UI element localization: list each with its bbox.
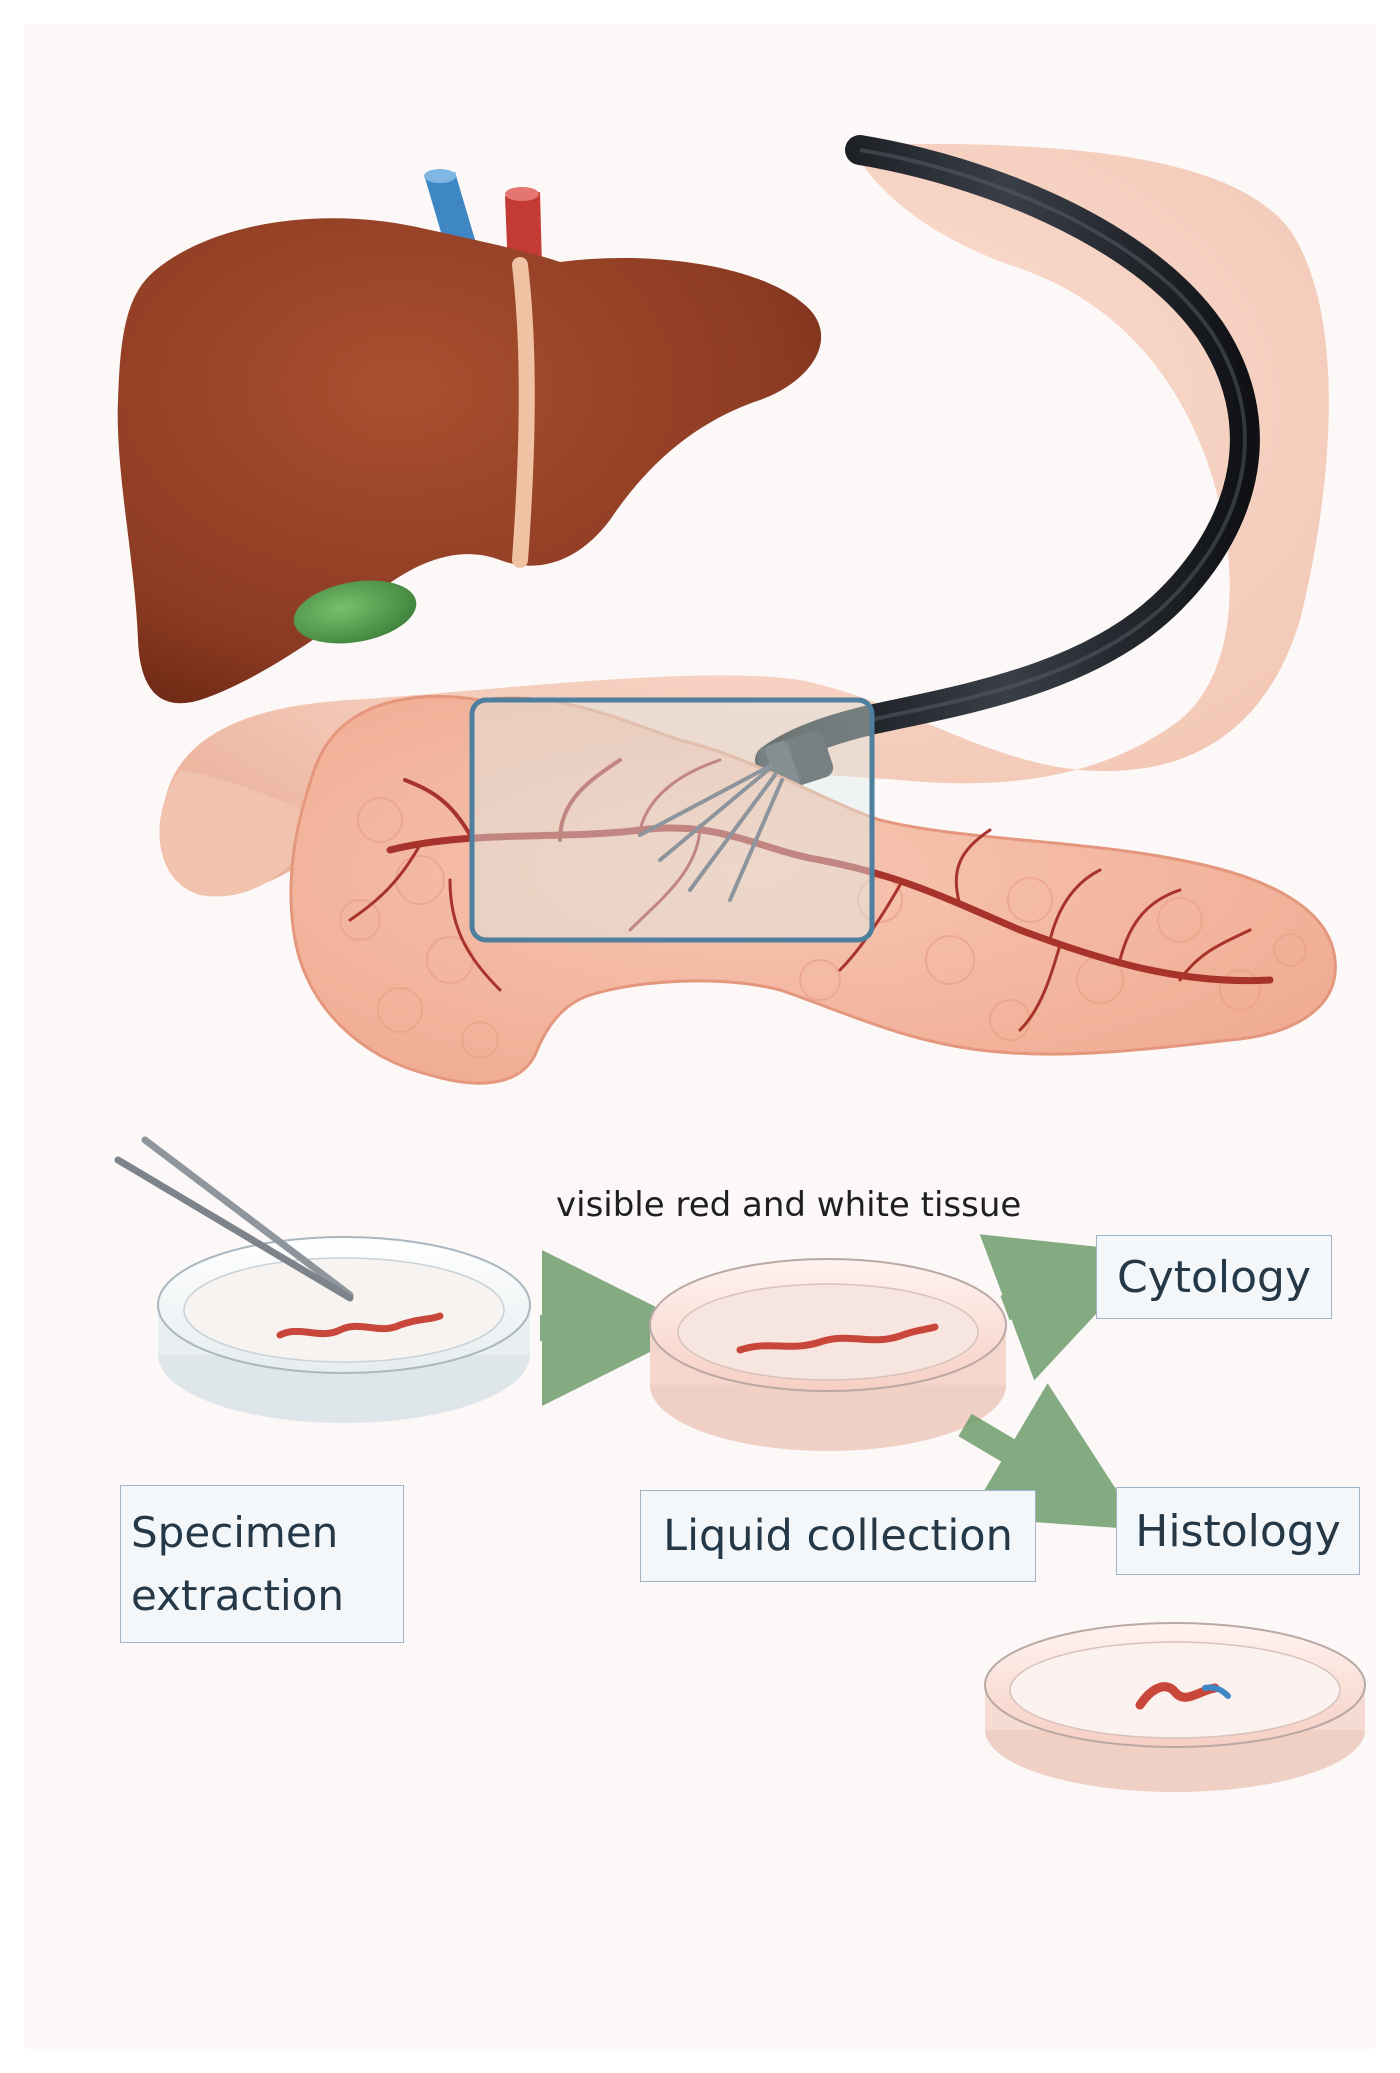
arrow-to-cytology bbox=[979, 1234, 1154, 1381]
pancreas bbox=[289, 694, 1337, 1085]
petri-dish-specimen bbox=[114, 1136, 531, 1423]
gallbladder bbox=[293, 580, 417, 644]
step-specimen-extraction: Specimen extraction bbox=[120, 1485, 404, 1643]
step-cytology-label: Cytology bbox=[1116, 1251, 1312, 1303]
step-liquid-collection-label: Liquid collection bbox=[663, 1511, 1013, 1561]
step-cytology: Cytology bbox=[1096, 1235, 1332, 1319]
arrow-to-histology bbox=[958, 1383, 1143, 1530]
liver bbox=[117, 218, 822, 704]
step-liquid-collection: Liquid collection bbox=[640, 1490, 1036, 1582]
step-histology: Histology bbox=[1116, 1487, 1360, 1575]
tissue-caption: visible red and white tissue bbox=[556, 1185, 1022, 1225]
step-histology-label: Histology bbox=[1135, 1505, 1341, 1557]
petri-dish-histology bbox=[984, 1622, 1366, 1792]
step-specimen-extraction-label: Specimen extraction bbox=[131, 1508, 344, 1620]
petri-dish-liquid bbox=[649, 1258, 1007, 1451]
